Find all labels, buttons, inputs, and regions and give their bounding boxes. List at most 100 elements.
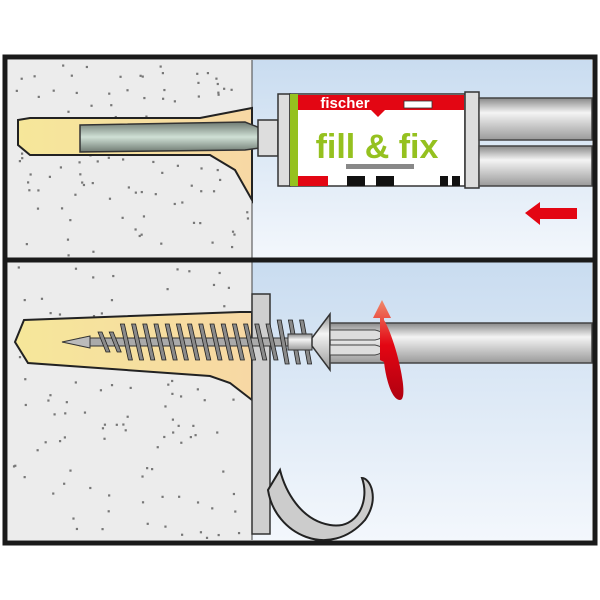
- wall-dot: [179, 395, 183, 398]
- wall-dot: [217, 93, 220, 96]
- wall-dot: [72, 517, 75, 520]
- wall-dot: [65, 401, 68, 404]
- wall-dot: [52, 492, 55, 495]
- wall-dot: [217, 533, 220, 537]
- wall-dot: [70, 74, 73, 77]
- wall-dot: [200, 190, 203, 193]
- wall-dot: [196, 388, 199, 391]
- wall-dot: [44, 441, 47, 444]
- wall-dot: [171, 379, 174, 383]
- wall-dot: [211, 241, 214, 244]
- wall-dot: [173, 202, 176, 206]
- screw-thread: [265, 323, 279, 361]
- wall-dot: [166, 288, 169, 291]
- wall-dot: [143, 96, 146, 100]
- screw-thread: [108, 331, 122, 353]
- wall-dot: [227, 286, 230, 289]
- screw-thread: [164, 323, 178, 361]
- wall-dot: [36, 207, 40, 210]
- wall-dot: [89, 486, 92, 490]
- wall-dot: [75, 91, 78, 95]
- wall-dot: [108, 92, 111, 95]
- wall-dot: [152, 160, 155, 164]
- wall-dot: [110, 104, 113, 107]
- wall-dot: [162, 97, 165, 100]
- wall-dot: [110, 299, 114, 302]
- wall-dot: [69, 219, 72, 222]
- arrow-left-icon: [525, 202, 577, 225]
- wall-dot: [107, 510, 110, 513]
- screw-thread: [97, 331, 111, 353]
- wall-dot: [122, 158, 125, 161]
- wall-dot: [103, 437, 106, 440]
- wall-dot: [14, 464, 17, 467]
- wall-dot: [217, 91, 220, 94]
- wall-dot: [194, 434, 197, 437]
- wall-dot: [103, 423, 107, 426]
- wall-dot: [127, 186, 130, 189]
- wall-dot: [232, 398, 235, 401]
- wall-dot: [142, 215, 146, 218]
- wall-dot: [151, 468, 154, 471]
- wall-dot: [197, 81, 200, 84]
- wall-dot: [92, 276, 95, 279]
- screw: [61, 311, 331, 373]
- wall-dot: [49, 394, 52, 397]
- wall-dot: [21, 157, 24, 160]
- wall-dot: [108, 197, 112, 200]
- wall-dot: [62, 64, 65, 67]
- wall-dot: [164, 405, 167, 408]
- rotate-clockwise-icon: [373, 300, 404, 400]
- wall-dot: [20, 77, 23, 80]
- wall-dot: [196, 501, 200, 504]
- wall-dot: [237, 531, 241, 535]
- wall-dot: [12, 465, 16, 468]
- wall-dot: [36, 449, 39, 452]
- wall-dot: [129, 386, 132, 390]
- wall-dot: [90, 104, 93, 107]
- wall-dot: [91, 181, 94, 185]
- wall-dot: [156, 446, 159, 449]
- wall-dot: [53, 413, 56, 416]
- wall-dot: [146, 467, 149, 470]
- wall-dot: [126, 89, 129, 92]
- screw-thread: [243, 323, 257, 361]
- screw-thread: [187, 323, 201, 361]
- screw-thread: [131, 323, 145, 361]
- screw-thread: [209, 323, 223, 361]
- wall-dot: [101, 427, 105, 430]
- wall-dot: [192, 424, 195, 427]
- panel-screw-in: [8, 262, 593, 541]
- wall-dot: [146, 522, 149, 525]
- nozzle-coupling: [257, 119, 279, 157]
- wall-dot: [52, 89, 55, 92]
- wall-dot: [216, 168, 219, 172]
- wall-dot: [99, 389, 103, 392]
- wall-dot: [37, 189, 40, 192]
- cartridge-tube-upper: [478, 97, 593, 141]
- wall-dot: [230, 88, 233, 91]
- wall-dot: [24, 378, 27, 381]
- wall-dot: [215, 77, 218, 80]
- wall-dot: [112, 274, 115, 278]
- wall-dot: [110, 384, 114, 387]
- wall-dot: [200, 167, 203, 170]
- wall-texture: [12, 266, 247, 539]
- wall-dot: [140, 190, 143, 194]
- wall-dot: [138, 234, 141, 238]
- wall-dot: [246, 211, 249, 214]
- wall-dot: [230, 245, 234, 249]
- wall-dot: [216, 431, 219, 434]
- wall-dot: [172, 431, 175, 434]
- panel-inject: fischer fill & fix: [8, 60, 593, 258]
- wall-dot: [59, 166, 63, 169]
- wall-dot: [160, 242, 163, 245]
- wall-dot: [108, 494, 111, 497]
- fish-logo-icon: [403, 100, 433, 109]
- hook: [266, 467, 374, 541]
- wall-dot: [33, 75, 36, 78]
- cartridge-tube-lower: [478, 145, 593, 187]
- wall-dot: [78, 161, 81, 164]
- wall-dot: [37, 95, 40, 98]
